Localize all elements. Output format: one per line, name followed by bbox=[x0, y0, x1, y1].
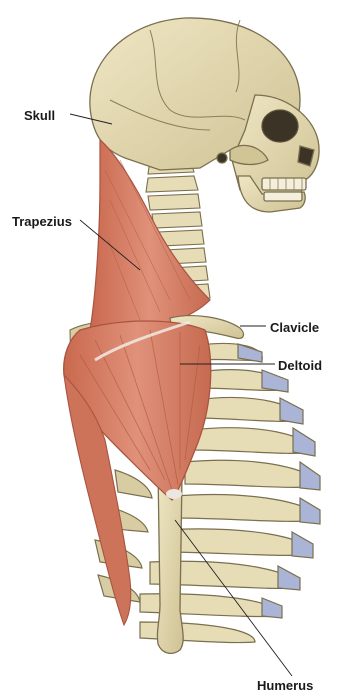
eye-socket bbox=[262, 110, 298, 142]
vertebra-3 bbox=[148, 194, 200, 210]
label-deltoid: Deltoid bbox=[278, 359, 322, 372]
ear-canal bbox=[217, 153, 227, 163]
vertebra-2 bbox=[146, 176, 198, 192]
label-trapezius: Trapezius bbox=[12, 215, 72, 228]
deltoid-insertion-tendon bbox=[166, 489, 182, 499]
label-clavicle: Clavicle bbox=[270, 321, 319, 334]
upper-teeth bbox=[262, 178, 306, 190]
rib-cartilage-7 bbox=[292, 532, 313, 558]
rib-cartilage-2 bbox=[262, 370, 288, 392]
label-humerus: Humerus bbox=[257, 679, 313, 692]
rib-7 bbox=[160, 529, 313, 555]
rib-cartilage-5 bbox=[300, 462, 320, 490]
rib-cartilage-4 bbox=[293, 428, 315, 456]
rib-cartilage-8 bbox=[278, 566, 300, 590]
label-skull: Skull bbox=[24, 109, 55, 122]
rib-cartilage-6 bbox=[300, 498, 320, 524]
vertebra-4 bbox=[152, 212, 202, 228]
rib-6 bbox=[175, 495, 320, 522]
lower-teeth bbox=[264, 192, 302, 201]
rib-cartilage-3 bbox=[280, 398, 303, 424]
rib-cartilage-9 bbox=[262, 598, 282, 618]
